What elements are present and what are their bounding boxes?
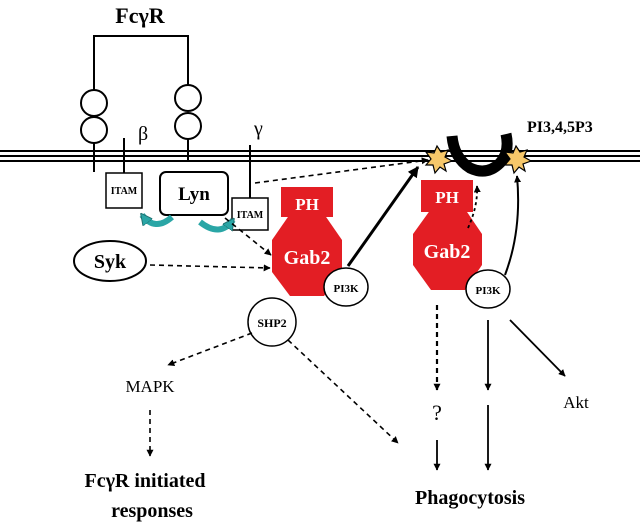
ig-domain-left-lower (80, 116, 108, 144)
arrow-lyn-to-gab2 (224, 217, 272, 256)
gab2-left-body (272, 214, 342, 296)
itam-box-right (231, 197, 269, 231)
arrow-shp2-to-mapk (167, 332, 253, 367)
pi345p3-label: PI3,4,5P3 (527, 119, 593, 136)
plasma-membrane (0, 150, 640, 162)
gamma-label: γ (253, 118, 263, 140)
pi3k-right (465, 269, 511, 309)
phagocytosis-label: Phagocytosis (415, 487, 525, 509)
dashed-arrows (146, 157, 481, 457)
itam-label-right: ITAM (237, 210, 264, 221)
mapk-label: MAPK (125, 377, 175, 396)
receptor-title: FcγR (115, 3, 165, 28)
gab2-left-ph-label: PH (295, 195, 319, 214)
responses-label-line1: FcγR initiated (84, 470, 205, 492)
ig-domain-left-upper (80, 89, 108, 117)
pi345p3-burst-left (424, 144, 454, 175)
pi3k-right-label: PI3K (475, 285, 501, 297)
phospho-arrow-left (139, 215, 174, 227)
akt-label: Akt (563, 393, 589, 412)
gab2-right-label: Gab2 (424, 241, 471, 263)
responses-label-line2: responses (111, 500, 193, 522)
gab2-right-body (413, 209, 482, 290)
shp2-label: SHP2 (257, 316, 286, 330)
solid-arrows (346, 166, 566, 471)
pi345p3-burst-right (503, 144, 533, 175)
arrow-pi3k-left-to-membrane (346, 166, 420, 267)
arrow-syk-to-gab2 (149, 264, 271, 272)
phagocytic-cup (446, 132, 513, 177)
lyn-box (159, 171, 229, 216)
itam-label-left: ITAM (111, 186, 138, 197)
gab2-right-ph (421, 180, 473, 212)
unknown-label: ? (432, 400, 442, 425)
syk-label: Syk (94, 251, 127, 273)
gab2-left-ph (281, 187, 333, 217)
arrow-pi3k-to-akt (509, 319, 566, 377)
receptor-bracket (93, 35, 189, 55)
ig-domain-right-lower (174, 112, 202, 140)
gab2-right-ph-label: PH (435, 188, 459, 207)
arrow-pi3k-right-to-membrane (504, 175, 522, 276)
arrow-gamma-to-membrane (254, 157, 429, 184)
pi3k-left (323, 267, 369, 307)
fc-receptor (80, 35, 251, 200)
gab2-left-label: Gab2 (284, 247, 331, 269)
arrow-shp2-to-phagocytosis (287, 339, 399, 444)
phospho-arrow-right (198, 220, 236, 233)
lyn-label: Lyn (178, 184, 210, 205)
syk-ellipse (73, 240, 147, 282)
itam-box-left (105, 172, 143, 209)
ig-domain-right-upper (174, 84, 202, 112)
beta-label: β (138, 123, 148, 145)
pi3k-left-label: PI3K (333, 283, 359, 295)
shp2 (247, 297, 297, 347)
